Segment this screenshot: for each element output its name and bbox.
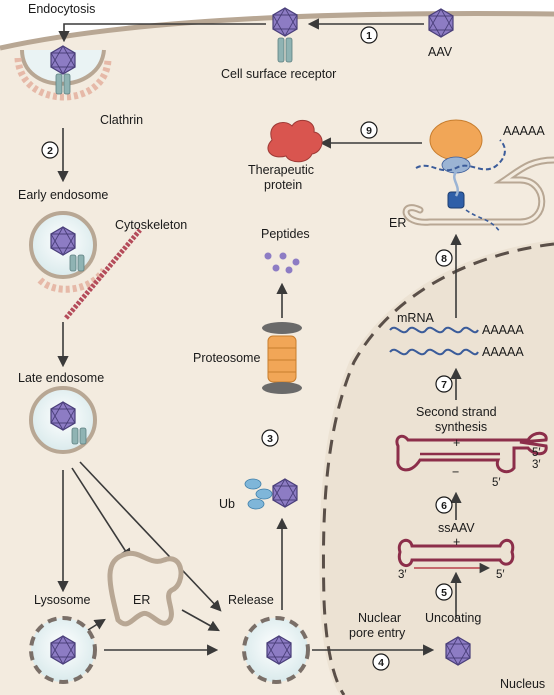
- step-9-marker: 9: [360, 121, 378, 139]
- svg-text:7: 7: [441, 379, 447, 391]
- svg-text:3: 3: [267, 433, 273, 445]
- label-mrna: mRNA: [397, 311, 434, 325]
- late-endosome: [29, 386, 97, 454]
- er-middle: [107, 550, 184, 627]
- svg-text:1: 1: [366, 30, 372, 42]
- label-nuclear-pore-2: pore entry: [349, 626, 406, 640]
- label-uncoating: Uncoating: [425, 611, 481, 625]
- label-er-middle: ER: [133, 593, 150, 607]
- label-er-top: ER: [389, 216, 406, 230]
- step-7-marker: 7: [435, 375, 453, 393]
- step-8-marker: 8: [435, 249, 453, 267]
- step-1-marker: 1: [360, 26, 378, 44]
- release-vesicle: [242, 616, 310, 684]
- label-nuclear-pore-1: Nuclear: [358, 611, 401, 625]
- label-three-prime-ss: 3′: [398, 569, 407, 581]
- label-cell-surface-receptor: Cell surface receptor: [221, 67, 336, 81]
- ribosome: [415, 119, 506, 233]
- label-cytoskeleton: Cytoskeleton: [115, 218, 187, 232]
- clathrin-pit: [14, 45, 112, 101]
- arrow-endocytosis: [58, 23, 266, 43]
- label-plus-top: +: [453, 436, 460, 450]
- early-endosome: [29, 211, 107, 293]
- rough-er-top: [402, 156, 554, 226]
- mrna-strands: [389, 326, 479, 356]
- svg-text:9: 9: [366, 125, 372, 137]
- label-plus-ss: +: [453, 535, 460, 549]
- label-five-prime-b: 5′: [492, 477, 501, 489]
- label-peptides: Peptides: [261, 227, 310, 241]
- label-three-prime-a: 3′: [532, 459, 541, 471]
- label-therapeutic-protein-2: protein: [264, 178, 302, 192]
- label-aaaaa-2: AAAAA: [482, 345, 524, 359]
- label-five-prime-a: 5′: [532, 447, 541, 459]
- label-ub: Ub: [219, 497, 235, 511]
- label-therapeutic-protein-1: Therapeutic: [248, 163, 314, 177]
- label-release: Release: [228, 593, 274, 607]
- therapeutic-protein-blob: [267, 119, 323, 163]
- step-5-marker: 5: [435, 583, 453, 601]
- label-late-endosome: Late endosome: [18, 371, 104, 385]
- label-aaaaa-1: AAAAA: [482, 323, 524, 337]
- step-4-marker: 4: [372, 653, 390, 671]
- svg-text:8: 8: [441, 253, 447, 265]
- label-endocytosis: Endocytosis: [28, 2, 95, 16]
- label-early-endosome: Early endosome: [18, 188, 108, 202]
- svg-text:6: 6: [441, 500, 447, 512]
- single-stranded-genome: [397, 538, 515, 574]
- label-lysosome: Lysosome: [34, 593, 91, 607]
- lysosome: [29, 616, 97, 684]
- proteosome: [262, 322, 302, 394]
- label-clathrin: Clathrin: [100, 113, 143, 127]
- arrow-to-release: [79, 461, 222, 612]
- svg-text:4: 4: [378, 657, 384, 669]
- label-second-strand-1: Second strand: [416, 405, 497, 419]
- step-6-marker: 6: [435, 496, 453, 514]
- ubiquitinated-capsid: [244, 478, 298, 510]
- cytoskeleton-filament: [64, 228, 142, 320]
- nucleus: [319, 240, 554, 695]
- double-stranded-genome: [395, 431, 548, 474]
- label-second-strand-2: synthesis: [435, 420, 487, 434]
- label-aav: AAV: [428, 45, 453, 59]
- svg-text:5: 5: [441, 587, 447, 599]
- step-3-marker: 3: [261, 429, 279, 447]
- surface-receptor: [272, 7, 298, 63]
- peptides: [264, 252, 300, 274]
- step-2-marker: 2: [41, 141, 59, 159]
- label-nucleus: Nucleus: [500, 677, 545, 691]
- arrow-to-er: [71, 467, 132, 560]
- label-minus: −: [452, 465, 459, 479]
- arrow-er-release: [181, 609, 220, 632]
- svg-text:2: 2: [47, 145, 53, 157]
- label-proteosome: Proteosome: [193, 351, 260, 365]
- label-aaaaa-ribosome: AAAAA: [503, 124, 545, 138]
- arrow-lysosome-er: [87, 618, 106, 631]
- label-ssaav: ssAAV: [438, 521, 475, 535]
- label-five-prime-ss: 5′: [496, 569, 505, 581]
